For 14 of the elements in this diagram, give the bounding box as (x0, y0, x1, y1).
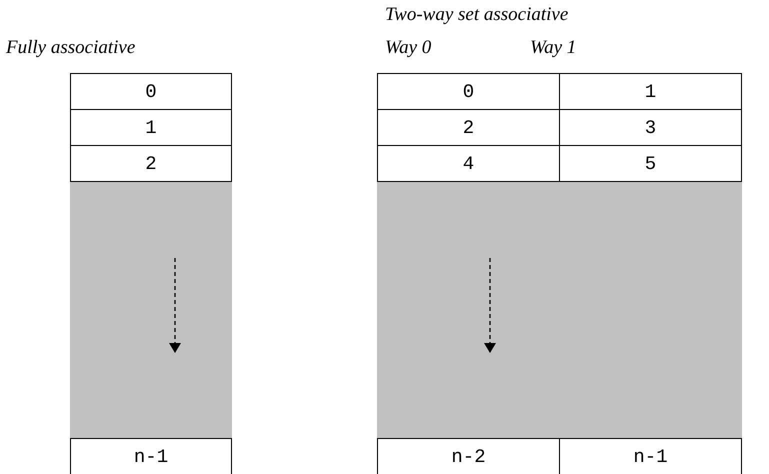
table-cell: 2 (70, 145, 232, 182)
table-cell: 5 (559, 145, 742, 182)
table-cell: n-1 (559, 438, 742, 474)
table-cell: 1 (559, 73, 742, 110)
table-cell: n-2 (377, 438, 560, 474)
heading: Way 0 (385, 37, 432, 59)
heading: Way 1 (530, 37, 576, 59)
heading: Fully associative (6, 37, 136, 59)
heading: Two-way set associative (385, 4, 568, 26)
table-cell: 4 (377, 145, 560, 182)
table-cell: 1 (70, 109, 232, 146)
table-cell: 0 (70, 73, 232, 110)
table-cell: 0 (377, 73, 560, 110)
table-cell: n-1 (70, 438, 232, 474)
